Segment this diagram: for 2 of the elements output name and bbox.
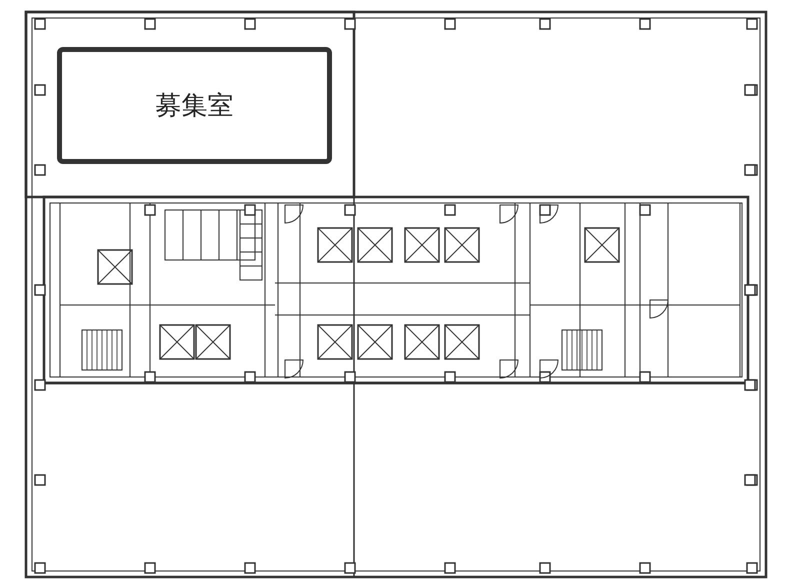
room-outline [57, 47, 332, 164]
room-label: 募集室 [156, 90, 234, 123]
